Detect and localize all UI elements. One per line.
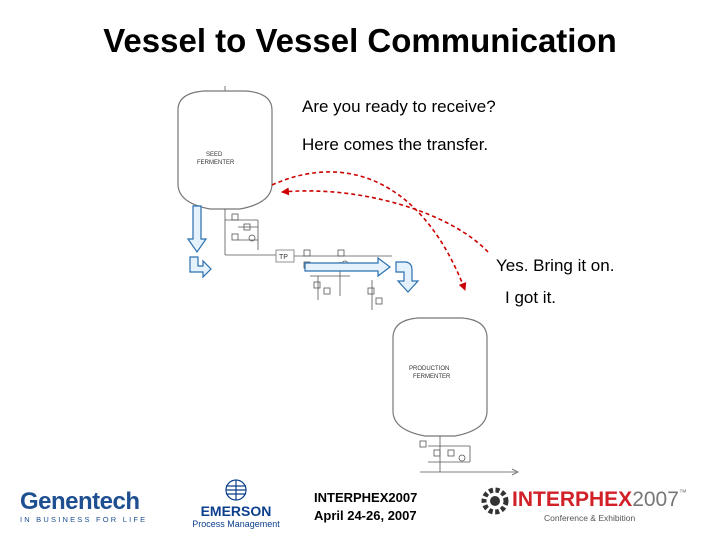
page-title: Vessel to Vessel Communication [103,22,617,59]
production-label-line2: FERMENTER [413,374,451,380]
flow-arrow-horizontal [304,256,391,278]
message-transfer-coming: Here comes the transfer. [302,135,489,154]
production-label-line1: PRODUCTION [409,366,449,372]
tp-label: TP [279,254,288,261]
interphex-wordmark: INTERPHEX [512,488,633,511]
emerson-logo: EMERSON Process Management [186,478,286,529]
message-ready-to-receive: Are you ready to receive? [302,97,496,116]
message-bring-it-on: Yes. Bring it on. [496,256,615,275]
footer-event: INTERPHEX2007 [314,490,418,505]
arrow-seed-to-production [271,171,467,291]
production-fermenter-vessel: PRODUCTION FERMENTER [392,317,488,437]
genentech-wordmark: Genentech [20,488,140,515]
message-got-it: I got it. [505,288,557,307]
interphex-tm: ™ [678,488,687,497]
production-valve-cluster [419,436,519,476]
footer-dates: April 24-26, 2007 [314,508,417,523]
interphex-gear-icon [481,487,509,515]
flow-arrow-into-production [395,261,420,293]
emerson-globe-icon [225,479,247,501]
flow-arrow-turn [189,256,212,279]
seed-label-line1: SEED [206,152,223,158]
genentech-logo: Genentech IN BUSINESS FOR LIFE [20,488,150,524]
arrow-production-to-seed [281,187,489,253]
seed-label-line2: FERMENTER [197,160,235,166]
flow-arrow-down [186,205,208,254]
interphex-subtitle: Conference & Exhibition [544,513,636,523]
seed-fermenter-vessel: SEED FERMENTER [177,86,273,210]
emerson-wordmark: EMERSON [200,503,272,519]
emerson-subtitle: Process Management [192,519,280,529]
tp-junction: TP [275,249,295,263]
seed-valve-cluster [224,209,290,256]
genentech-tagline: IN BUSINESS FOR LIFE [20,515,148,524]
transfer-line-valves [294,249,392,310]
interphex-year: 2007 [632,488,679,511]
